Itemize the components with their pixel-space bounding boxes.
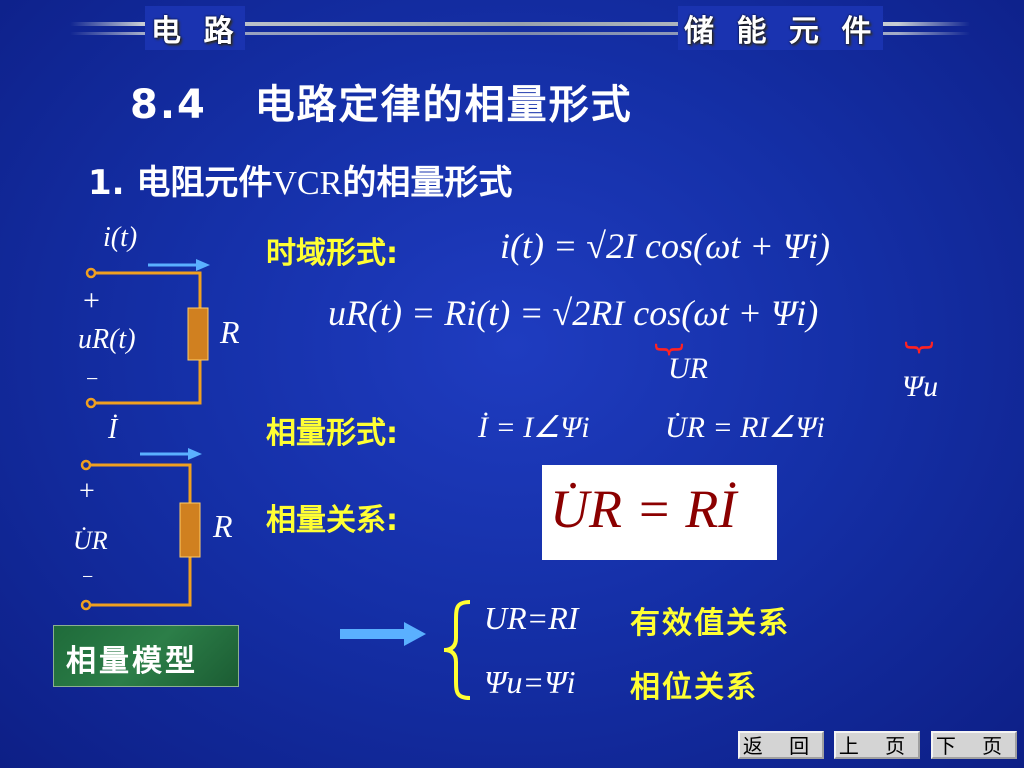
circuit-top (85, 259, 210, 409)
phasor-current-equation: İ = I∠Ψi (478, 411, 590, 444)
resistor-label-bottom: R (213, 508, 233, 544)
time-domain-label: 时域形式: (266, 236, 398, 271)
time-domain-voltage-equation: uR(t) = Ri(t) = √2RI cos(ωt + Ψi) (328, 293, 819, 333)
phase-relation-desc: 相位关系 (630, 670, 758, 705)
back-button[interactable]: 返 回 (738, 731, 824, 759)
resistor-label-top: R (220, 314, 240, 350)
resistor-icon (187, 307, 209, 361)
phasor-relation-equation: U̇R = Rİ (550, 479, 737, 539)
phasor-relation-box (542, 465, 777, 560)
resistor-circuit-diagram (80, 259, 210, 611)
voltage-label-top: uR(t) (78, 324, 136, 355)
terminal-icon (85, 267, 97, 279)
phasor-form-label: 相量形式: (266, 416, 398, 451)
phasor-model-label: 相量模型 (66, 644, 198, 679)
header-band (70, 12, 970, 46)
current-arrow-head-icon (188, 448, 202, 460)
circuit-bottom (80, 448, 202, 611)
terminal-icon (85, 397, 97, 409)
plus-sign-bottom: + (79, 476, 95, 507)
course-title: 电 路 (145, 6, 246, 50)
current-label-bottom: İ (108, 414, 118, 445)
annotation-ur: UR (668, 352, 708, 385)
voltage-label-bottom: U̇R (73, 526, 108, 555)
section-subtitle: 1. 电阻元件VCR的相量形式 (88, 163, 513, 203)
current-label-top: i(t) (103, 222, 138, 253)
phase-relation-equation: Ψu=Ψi (484, 664, 576, 700)
next-page-button[interactable]: 下 页 (931, 731, 1017, 759)
terminal-icon (80, 599, 92, 611)
phasor-voltage-equation: U̇R = RI∠Ψi (665, 411, 825, 444)
left-brace-icon (443, 600, 471, 700)
prev-page-button[interactable]: 上 页 (834, 731, 920, 759)
annotation-psi-u: Ψu (902, 370, 939, 403)
brace-icon: } (902, 337, 938, 358)
minus-sign-bottom: − (82, 566, 94, 588)
right-arrow-icon (340, 622, 426, 646)
phasor-relation-label: 相量关系: (266, 503, 398, 538)
plus-sign-top: + (83, 284, 100, 317)
phasor-model-box (53, 625, 239, 687)
time-domain-current-equation: i(t) = √2I cos(ωt + Ψi) (500, 226, 831, 266)
magnitude-relation-equation: UR=RI (484, 600, 579, 636)
magnitude-relation-desc: 有效值关系 (630, 606, 790, 641)
minus-sign-top: − (86, 366, 99, 391)
terminal-icon (80, 459, 92, 471)
resistor-icon (179, 502, 201, 558)
slide-title: 8.4 电路定律的相量形式 (130, 82, 633, 128)
current-arrow-head-icon (196, 259, 210, 271)
chapter-title: 储 能 元 件 (678, 6, 884, 50)
